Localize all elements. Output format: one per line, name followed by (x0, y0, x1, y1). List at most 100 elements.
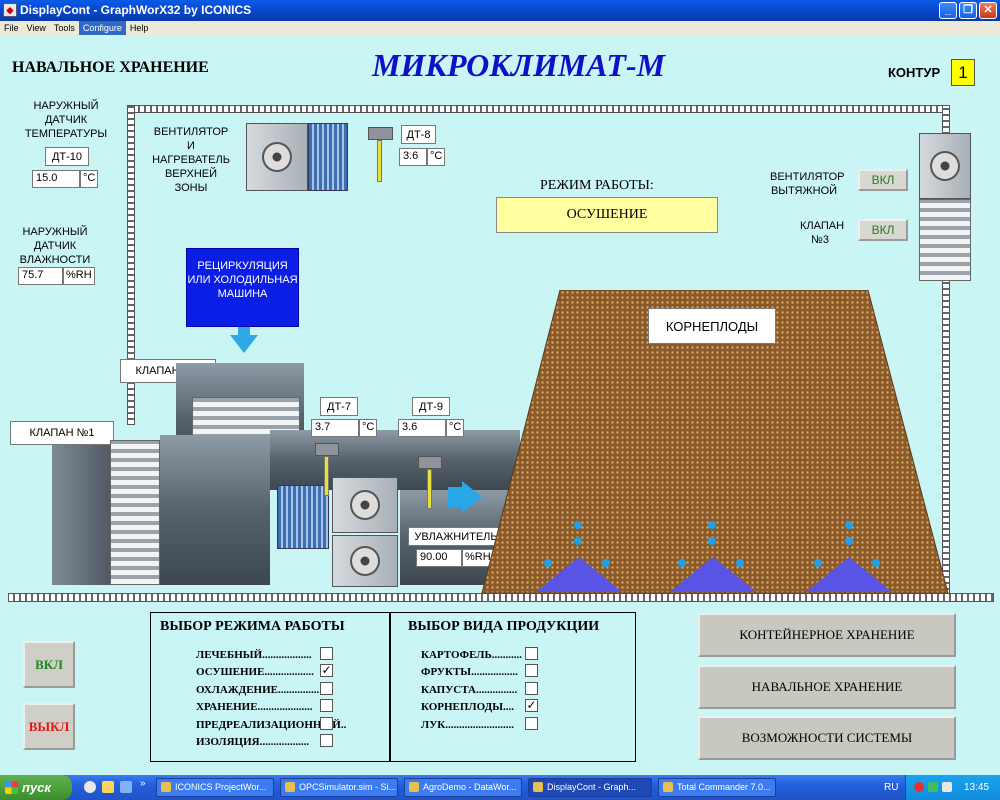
mode-value: ОСУШЕНИЕ (496, 197, 718, 233)
product-checkbox[interactable]: ✓ (525, 698, 538, 712)
mode-option-label: ЛЕЧЕБНЫЙ.................. (196, 649, 312, 661)
mode-label: РЕЖИМ РАБОТЫ: (540, 178, 654, 193)
menu-view[interactable]: View (26, 23, 46, 33)
maximize-button[interactable]: ❐ (959, 2, 977, 19)
nozzle-1-dot (544, 559, 552, 567)
dt9-value: 3.6 (398, 419, 446, 437)
dt8-unit: °C (427, 148, 445, 166)
quicklaunch-desktop-icon[interactable] (120, 781, 132, 793)
outdoor-temp-unit: °C (80, 170, 98, 188)
fan-icon (930, 151, 960, 181)
mode-select-panel (150, 612, 390, 762)
upper-zone-label: ВЕНТИЛЯТОР И НАГРЕВАТЕЛЬ ВЕРХНЕЙ ЗОНЫ (152, 126, 230, 194)
valve3-label: КЛАПАН №3 (800, 220, 845, 246)
mode-checkbox[interactable] (320, 647, 333, 660)
close-button[interactable]: ✕ (979, 2, 997, 19)
upper-heater (308, 123, 348, 191)
tray-icon[interactable] (928, 782, 938, 792)
taskbar-item[interactable]: ICONICS ProjectWor... (156, 778, 274, 797)
humidifier-unit: %RH (462, 549, 494, 567)
main-heater (277, 485, 329, 549)
taskbar-item[interactable]: Total Commander 7.0... (658, 778, 776, 797)
dt10-name: ДТ-10 (45, 147, 89, 166)
system-capabilities-button[interactable]: ВОЗМОЖНОСТИ СИСТЕМЫ (698, 716, 956, 760)
menu-tools[interactable]: Tools (53, 23, 75, 33)
product-pile-label: КОРНЕПЛОДЫ (648, 308, 776, 344)
dt9-sensor-head (418, 456, 442, 469)
window-title-bar[interactable]: ◆ DisplayCont - GraphWorX32 by ICONICS _… (0, 0, 1000, 21)
humidifier-label: УВЛАЖНИТЕЛЬ (408, 527, 504, 546)
dt8-sensor-rod (377, 140, 382, 182)
tray-icon[interactable] (914, 782, 924, 792)
minimize-button[interactable]: _ (939, 2, 957, 19)
taskbar-item[interactable]: AgroDemo - DataWor... (404, 778, 522, 797)
quicklaunch-ie-icon[interactable] (84, 781, 96, 793)
tray-icon[interactable] (942, 782, 952, 792)
nozzle-3-dot (814, 559, 822, 567)
power-on-button[interactable]: ВКЛ (23, 641, 75, 688)
nozzle-3-dot (872, 559, 880, 567)
product-checkbox[interactable] (525, 647, 538, 660)
taskbar-item-label: AgroDemo - DataWor... (423, 782, 517, 792)
mode-option-label: ИЗОЛЯЦИЯ.................. (196, 736, 310, 748)
mode-checkbox[interactable] (320, 682, 333, 695)
airflow-arrow-icon (462, 481, 482, 513)
contour-value[interactable]: 1 (951, 59, 975, 86)
quicklaunch-expand-icon[interactable]: » (140, 778, 146, 789)
nozzle-1-dot (602, 559, 610, 567)
mode-option-label: ХРАНЕНИЕ.................... (196, 701, 313, 713)
start-button[interactable]: пуск (0, 775, 72, 800)
intake-duct (52, 445, 112, 585)
app-icon (161, 782, 171, 792)
mode-checkbox[interactable] (320, 717, 333, 730)
language-indicator[interactable]: RU (884, 782, 899, 793)
upper-fan-unit (246, 123, 308, 191)
taskbar-item-active[interactable]: DisplayCont - Graph... (528, 778, 652, 797)
recirc-arrow-stem (238, 327, 250, 337)
dt7-sensor-rod (324, 456, 329, 496)
taskbar-item-label: OPCSimulator.sim - Si... (299, 782, 397, 792)
mode-select-title: ВЫБОР РЕЖИМА РАБОТЫ (160, 619, 345, 634)
container-storage-button[interactable]: КОНТЕЙНЕРНОЕ ХРАНЕНИЕ (698, 613, 956, 657)
mode-checkbox[interactable] (320, 734, 333, 747)
mixing-chamber (160, 435, 270, 585)
hmi-canvas: НАВАЛЬНОЕ ХРАНЕНИЕ МИКРОКЛИМАТ-М КОНТУР … (0, 35, 1000, 775)
recirculation-box[interactable]: РЕЦИРКУЛЯЦИЯ ИЛИ ХОЛОДИЛЬНАЯ МАШИНА (186, 248, 299, 327)
menu-help[interactable]: Help (129, 23, 149, 33)
product-checkbox[interactable] (525, 717, 538, 730)
dt8-value: 3.6 (399, 148, 427, 166)
start-label: пуск (22, 780, 51, 795)
exhaust-fan-label: ВЕНТИЛЯТОР ВЫТЯЖНОЙ (770, 171, 845, 197)
quicklaunch-folder-icon[interactable] (102, 781, 114, 793)
taskbar: пуск » ICONICS ProjectWor... OPCSimulato… (0, 775, 1000, 800)
outdoor-temp-label: НАРУЖНЫЙ ДАТЧИК ТЕМПЕРАТУРЫ (24, 100, 108, 140)
recirc-down-arrow-icon (230, 335, 258, 353)
mode-option-label: ОХЛАЖДЕНИЕ............... (196, 684, 320, 696)
nozzle-1-dot (574, 521, 582, 529)
mode-checkbox[interactable]: ✓ (320, 663, 333, 677)
menu-configure[interactable]: Configure (78, 21, 126, 35)
dt8-name: ДТ-8 (401, 125, 436, 144)
dt9-name: ДТ-9 (412, 397, 450, 416)
dt9-sensor-rod (427, 469, 432, 509)
app-icon (285, 782, 295, 792)
menu-file[interactable]: File (4, 23, 19, 33)
storage-type-label: НАВАЛЬНОЕ ХРАНЕНИЕ (12, 59, 209, 76)
mode-checkbox[interactable] (320, 699, 333, 712)
fan-icon (262, 142, 292, 172)
power-off-button[interactable]: ВЫКЛ (23, 703, 75, 750)
nozzle-3-dot (845, 537, 853, 545)
product-checkbox[interactable] (525, 664, 538, 677)
clock: 13:45 (964, 782, 990, 793)
humidifier-value: 90.00 (416, 549, 462, 567)
system-tray: 13:45 (905, 775, 1000, 800)
exhaust-fan-state[interactable]: ВКЛ (858, 169, 908, 191)
app-icon (409, 782, 419, 792)
mode-option-label: ОСУШЕНИЕ.................. (196, 666, 314, 678)
nozzle-2-dot (708, 521, 716, 529)
valve3-state[interactable]: ВКЛ (858, 219, 908, 241)
valve1-grille (110, 440, 160, 585)
taskbar-item[interactable]: OPCSimulator.sim - Si... (280, 778, 398, 797)
bulk-storage-button[interactable]: НАВАЛЬНОЕ ХРАНЕНИЕ (698, 665, 956, 709)
product-checkbox[interactable] (525, 682, 538, 695)
